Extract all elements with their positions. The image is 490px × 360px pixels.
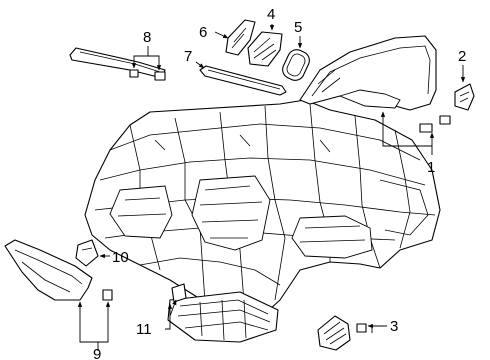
part-10-bracket	[75, 239, 99, 267]
part-1-cluster-hood	[299, 35, 451, 133]
callout-1: 1	[427, 159, 435, 176]
callout-3: 3	[390, 318, 398, 335]
callout-2: 2	[458, 48, 466, 65]
callout-5: 5	[294, 19, 302, 36]
part-2-side-vent	[454, 83, 475, 111]
part-3-lower-vent	[317, 315, 367, 351]
callout-labels: 1 2 3 4 5 6 7 8 9 10 11	[93, 6, 466, 360]
part-9-glove-box	[4, 239, 113, 301]
part-6-vent-bezel	[225, 19, 256, 56]
leader-lines	[77, 24, 466, 351]
callout-8: 8	[143, 29, 151, 46]
callout-10: 10	[112, 249, 129, 266]
part-7-molding	[199, 65, 287, 96]
callout-6: 6	[199, 24, 207, 41]
part-8-upper-trim	[69, 47, 166, 81]
callout-4: 4	[267, 6, 275, 23]
part-4-vent-assembly	[247, 31, 283, 67]
part-5-bezel-ring	[282, 49, 310, 81]
callout-9: 9	[93, 346, 101, 360]
instrument-panel-carrier	[84, 99, 441, 321]
part-11-lower-bracket	[167, 283, 279, 343]
callout-7: 7	[184, 48, 192, 65]
callout-11: 11	[136, 321, 152, 338]
